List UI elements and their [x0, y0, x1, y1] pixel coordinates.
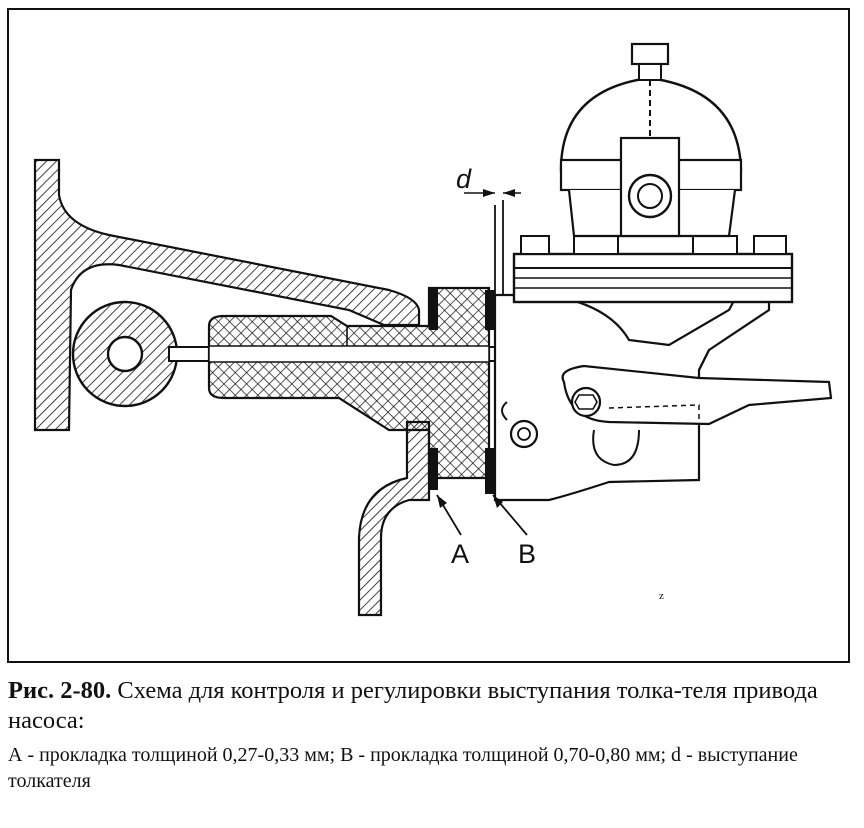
pushrod-guide — [207, 286, 491, 480]
pump-flange — [512, 235, 794, 304]
fuel-pump-diagram: d A B z — [33, 42, 833, 617]
caption-number: Рис. 2-80. — [8, 677, 112, 704]
caption-title: Рис. 2-80. Схема для контроля и регулиро… — [8, 676, 858, 736]
caption-title-text: Схема для контроля и регулировки выступа… — [8, 677, 818, 734]
leader-lines — [436, 494, 528, 536]
pump-cover — [559, 42, 743, 238]
gasket-a — [429, 288, 438, 490]
label-b: B — [518, 539, 536, 569]
caption-legend: А - прокладка толщиной 0,27-0,33 мм; В -… — [8, 744, 798, 792]
dimension-d — [464, 189, 521, 295]
figure-caption: Рис. 2-80. Схема для контроля и регулиро… — [8, 676, 858, 794]
gasket-b — [485, 290, 495, 494]
priming-lever — [561, 364, 833, 480]
eccentric-cam — [71, 300, 179, 408]
label-d: d — [456, 164, 472, 194]
stray-mark: z — [659, 590, 664, 602]
lower-block-wall — [357, 420, 431, 617]
engine-block-wall — [33, 158, 421, 432]
figure-frame: d A B z — [7, 8, 850, 663]
label-a: A — [451, 539, 469, 569]
